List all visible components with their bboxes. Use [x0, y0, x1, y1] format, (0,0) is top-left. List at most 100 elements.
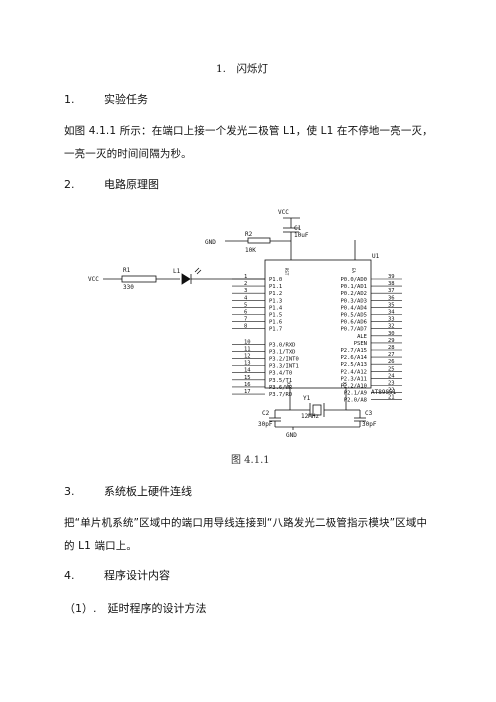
- r2-label: R2: [245, 231, 253, 238]
- chip-pin-name-right: P0.0/AD0: [341, 277, 368, 283]
- chip-pin-number-right: 36: [388, 295, 395, 301]
- chip-pin-number-right: 28: [388, 345, 395, 351]
- chip-pin-number-left: 7: [244, 317, 247, 323]
- chip-pin-name-left: P1.0: [269, 277, 282, 283]
- section-3-number: 3.: [64, 485, 75, 498]
- vcc-top-label: VCC: [278, 209, 289, 216]
- pin-rst-label: RST: [284, 268, 289, 276]
- gnd-bottom-label: GND: [286, 432, 297, 439]
- chip-pin-number-right: 21: [388, 395, 395, 401]
- chip-pin-name-right: P0.2/AD2: [341, 291, 368, 297]
- chip-pin-number-left: 11: [244, 346, 251, 352]
- c1-value: 10uF: [294, 232, 309, 239]
- chip-pin-number-right: 34: [388, 310, 395, 316]
- chip-pin-name-left: P3.6/WR: [269, 385, 293, 391]
- figure-caption: 图 4.1.1: [231, 455, 270, 466]
- chip-pin-number-left: 6: [244, 310, 247, 316]
- chip-pin-number-left: 17: [244, 389, 251, 395]
- chip-pin-name-left: P3.2/INT0: [269, 357, 299, 363]
- chip-pin-name-right: P0.5/AD5: [341, 313, 368, 319]
- chip-pin-number-right: 25: [388, 366, 395, 372]
- section-2-heading: 电路原理图: [104, 178, 159, 191]
- chip-pin-number-right: 22: [388, 388, 395, 394]
- r1-value: 330: [123, 284, 134, 291]
- task-paragraph: 如图 4.1.1 所示：在端口上接一个发光二极管 L1，使 L1 在不停地一亮一…: [64, 125, 433, 160]
- section-4-number: 4.: [64, 569, 75, 582]
- section-4-heading: 程序设计内容: [104, 569, 170, 582]
- chip-pin-number-right: 35: [388, 302, 395, 308]
- chip-pin-name-right: PSEN: [354, 341, 367, 347]
- section-2-number: 2.: [64, 178, 75, 191]
- chip-pin-name-right: P2.5/A13: [341, 362, 368, 368]
- r1-label: R1: [123, 267, 131, 274]
- chip-pin-name-left: P1.6: [269, 320, 282, 326]
- chip-pin-name-right: P0.4/AD4: [341, 305, 368, 311]
- chip-pin-number-left: 12: [244, 354, 251, 360]
- page-title: 1. 闪烁灯: [216, 63, 269, 75]
- pin-xtal1-label: X1: [342, 382, 347, 387]
- chip-pin-number-right: 23: [388, 381, 395, 387]
- led-label: L1: [173, 268, 181, 275]
- chip-pin-number-right: 26: [388, 359, 395, 365]
- wiring-paragraph: 把“单片机系统”区域中的端口用导线连接到“八路发光二极管指示模块”区域中的 L1…: [64, 517, 428, 552]
- chip-pin-name-right: P0.7/AD7: [341, 327, 368, 333]
- pin-xtal2-label: X2: [286, 382, 291, 387]
- section-1-number: 1.: [64, 93, 75, 106]
- c2-label: C2: [262, 410, 270, 417]
- gnd-left-label: GND: [205, 239, 216, 246]
- chip-pin-name-right: P2.6/A14: [341, 355, 368, 361]
- pin-ea-label: EA: [351, 268, 356, 273]
- c3-value: 30pF: [362, 421, 377, 428]
- chip-pin-name-left: P1.3: [269, 298, 282, 304]
- chip-ref-label: U1: [372, 253, 380, 260]
- section-1-heading: 实验任务: [104, 93, 148, 106]
- chip-pin-name-right: P0.6/AD6: [341, 320, 368, 326]
- subsection-heading: （1）. 延时程序的设计方法: [64, 602, 207, 615]
- chip-pin-number-right: 30: [388, 331, 395, 337]
- chip-pin-name-right: P2.4/A12: [341, 369, 368, 375]
- chip-pin-name-left: P1.7: [269, 327, 282, 333]
- chip-pin-number-left: 13: [244, 361, 251, 367]
- chip-pin-number-right: 29: [388, 338, 395, 344]
- chip-pin-number-right: 38: [388, 281, 395, 287]
- section-3-heading: 系统板上硬件连线: [104, 485, 192, 498]
- chip-pin-name-left: P3.1/TXD: [269, 349, 296, 355]
- chip-pin-name-right: P0.1/AD1: [341, 284, 368, 290]
- chip-pin-name-left: P3.3/INT1: [269, 364, 299, 370]
- chip-pin-number-right: 24: [388, 373, 395, 379]
- chip-pin-name-right: P2.7/A15: [341, 348, 368, 354]
- r2-value: 10K: [245, 247, 256, 254]
- chip-pin-name-left: P3.7/RD: [269, 392, 292, 398]
- crystal-value: 12MHz: [301, 413, 319, 420]
- chip-pin-number-left: 4: [244, 295, 248, 301]
- chip-pin-number-left: 3: [244, 288, 247, 294]
- chip-pin-name-right: ALE: [357, 334, 367, 340]
- chip-pin-number-right: 33: [388, 317, 395, 323]
- crystal-label: Y1: [303, 395, 311, 402]
- chip-pin-number-right: 32: [388, 324, 395, 330]
- chip-pin-number-right: 37: [388, 288, 395, 294]
- c2-value: 30pF: [258, 421, 273, 428]
- c1-label: C1: [294, 225, 302, 232]
- chip-pin-number-left: 1: [244, 274, 247, 280]
- chip-pin-number-left: 2: [244, 281, 247, 287]
- chip-pin-name-left: P3.5/T1: [269, 378, 292, 384]
- chip-pin-number-right: 39: [388, 274, 395, 280]
- chip-name-label: AT89S51: [371, 389, 397, 396]
- chip-pin-name-left: P1.2: [269, 291, 282, 297]
- chip-pin-name-left: P3.0/RXD: [269, 342, 296, 348]
- chip-pin-name-left: P1.1: [269, 284, 282, 290]
- chip-pin-number-left: 8: [244, 324, 247, 330]
- chip-pin-name-right: P2.2/A10: [341, 384, 368, 390]
- c3-label: C3: [365, 410, 373, 417]
- chip-pin-number-left: 5: [244, 302, 247, 308]
- chip-pin-name-right: P2.3/A11: [341, 376, 368, 382]
- chip-pin-name-left: P1.4: [269, 305, 283, 311]
- chip-pin-name-right: P2.1/A9: [344, 391, 367, 397]
- vcc-left-label: VCC: [88, 276, 99, 283]
- chip-pin-number-left: 10: [244, 339, 251, 345]
- chip-pin-number-left: 14: [244, 368, 251, 374]
- chip-pin-number-left: 16: [244, 382, 251, 388]
- chip-pin-name-right: P2.0/A8: [344, 398, 367, 404]
